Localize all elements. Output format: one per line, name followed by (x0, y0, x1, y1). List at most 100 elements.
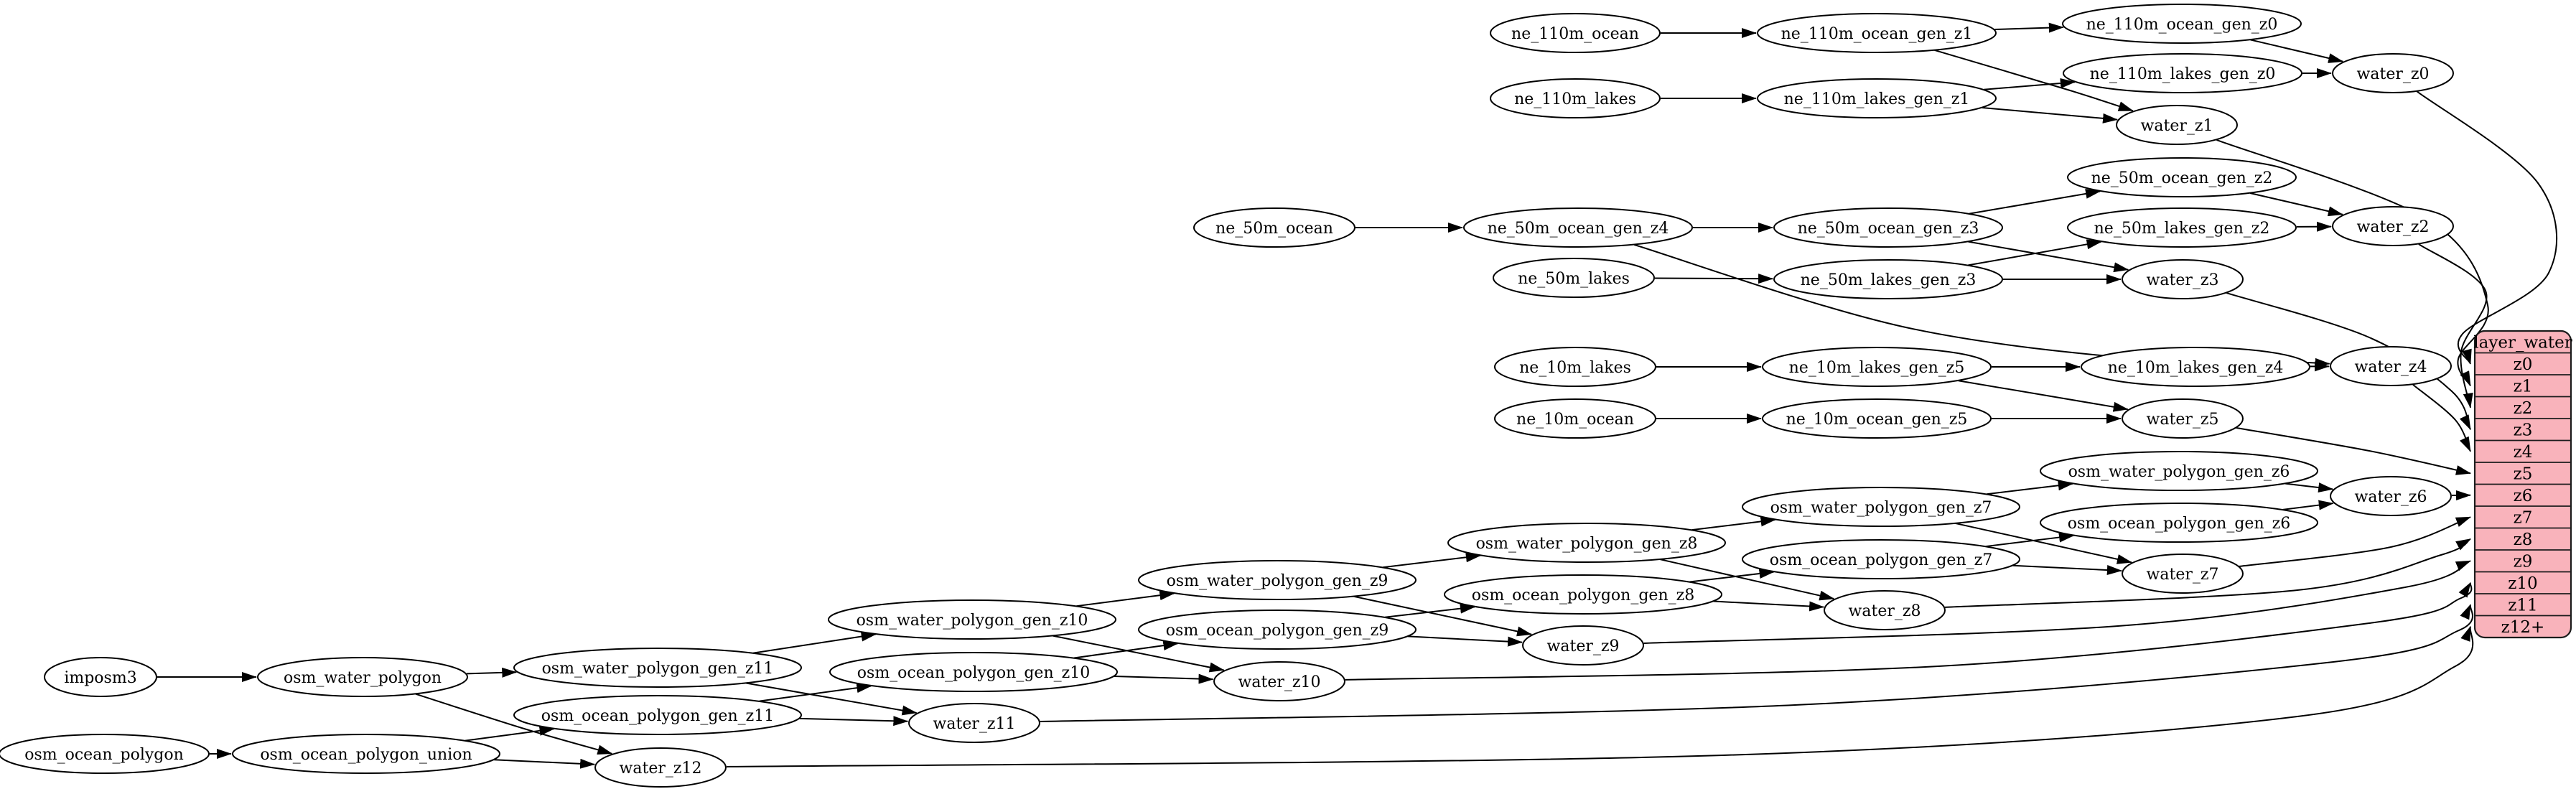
node-shape-ne_110m_ocean_gen_z0 (2062, 4, 2302, 44)
node-shape-osm_water_polygon_gen_z8 (1447, 523, 1726, 563)
node-shape-water_z10 (1213, 661, 1345, 701)
node-label-water_z4: water_z4 (2355, 358, 2427, 376)
edge-osm_water_polygon_gen_z8--water_z8 (1660, 559, 1835, 601)
edge-osm_water_polygon_gen_z7--osm_water_polygon_gen_z6 (1987, 480, 2073, 495)
node-shape-water_z7 (2122, 554, 2244, 594)
node-shape-ne_110m_lakes_gen_z1 (1757, 78, 1997, 118)
table-row-z10: z10 (2508, 574, 2537, 593)
node-ne_50m_lakes: ne_50m_lakes (1493, 258, 1655, 298)
node-label-water_z2: water_z2 (2357, 218, 2430, 236)
node-label-imposm3: imposm3 (64, 669, 136, 687)
node-ne_50m_ocean_gen_z3: ne_50m_ocean_gen_z3 (1773, 207, 2003, 248)
edge-water_z2--row-z2 (2418, 243, 2488, 408)
table-row-z3: z3 (2514, 421, 2533, 439)
node-ne_10m_ocean: ne_10m_ocean (1494, 398, 1656, 439)
node-ne_50m_ocean: ne_50m_ocean (1193, 207, 1355, 248)
edge-water_z5--row-z5 (2236, 426, 2471, 475)
node-shape-water_z11 (908, 703, 1040, 743)
node-shape-water_z8 (1824, 590, 1946, 630)
node-label-water_z3: water_z3 (2147, 271, 2219, 289)
node-label-osm_ocean_polygon_gen_z10: osm_ocean_polygon_gen_z10 (857, 664, 1090, 682)
edge-osm_ocean_polygon_gen_z10--water_z10 (1114, 673, 1214, 684)
node-label-ne_50m_lakes_gen_z3: ne_50m_lakes_gen_z3 (1801, 271, 1977, 289)
edge-osm_ocean_polygon_gen_z8--osm_ocean_polygon_gen_z7 (1689, 569, 1775, 583)
node-water_z6: water_z6 (2330, 476, 2452, 516)
node-shape-ne_110m_ocean_gen_z1 (1757, 13, 1997, 53)
node-shape-imposm3 (44, 657, 157, 697)
node-label-osm_water_polygon_gen_z10: osm_water_polygon_gen_z10 (857, 612, 1088, 630)
node-ne_110m_ocean_gen_z1: ne_110m_ocean_gen_z1 (1757, 13, 1997, 53)
node-shape-water_z9 (1522, 625, 1644, 666)
node-shape-ne_50m_lakes_gen_z3 (1773, 259, 2003, 299)
node-shape-ne_50m_lakes (1493, 258, 1655, 298)
node-ne_110m_ocean_gen_z0: ne_110m_ocean_gen_z0 (2062, 4, 2302, 44)
node-shape-osm_water_polygon_gen_z7 (1742, 487, 2020, 527)
node-shape-osm_water_polygon_gen_z11 (513, 648, 802, 688)
table-row-z4: z4 (2514, 443, 2533, 462)
node-ne_110m_lakes: ne_110m_lakes (1490, 78, 1661, 118)
table-row-z2: z2 (2514, 399, 2533, 418)
node-shape-ne_50m_ocean (1193, 207, 1355, 248)
edge-ne_110m_ocean_gen_z1--ne_110m_ocean_gen_z0 (1994, 22, 2064, 33)
node-label-ne_10m_lakes_gen_z4: ne_10m_lakes_gen_z4 (2108, 359, 2284, 377)
node-water_z10: water_z10 (1213, 661, 1345, 701)
node-shape-ne_110m_lakes (1490, 78, 1661, 118)
node-shape-osm_ocean_polygon_gen_z11 (513, 695, 802, 735)
node-label-osm_ocean_polygon_union: osm_ocean_polygon_union (260, 746, 472, 764)
node-label-osm_ocean_polygon_gen_z6: osm_ocean_polygon_gen_z6 (2068, 515, 2290, 533)
node-shape-ne_50m_ocean_gen_z2 (2067, 157, 2297, 197)
node-shape-osm_ocean_polygon_gen_z10 (829, 652, 1118, 692)
node-label-ne_110m_ocean_gen_z0: ne_110m_ocean_gen_z0 (2086, 16, 2278, 34)
node-label-osm_ocean_polygon_gen_z11: osm_ocean_polygon_gen_z11 (541, 707, 774, 725)
node-shape-osm_ocean_polygon_gen_z9 (1138, 610, 1417, 650)
node-label-water_z0: water_z0 (2357, 65, 2430, 83)
node-shape-osm_ocean_polygon_union (232, 734, 500, 774)
table-row-z6: z6 (2514, 487, 2533, 505)
edge-osm_ocean_polygon_gen_z10--osm_ocean_polygon_gen_z9 (1073, 640, 1179, 659)
node-label-water_z12: water_z12 (620, 760, 702, 778)
edge-osm_water_polygon_gen_z10--osm_water_polygon_gen_z9 (1076, 590, 1175, 607)
node-shape-osm_water_polygon (257, 657, 468, 697)
edge-osm_ocean_polygon_gen_z7--water_z7 (2012, 564, 2122, 575)
table-row-z9: z9 (2514, 552, 2533, 571)
table-row-z12+: z12+ (2501, 618, 2545, 637)
node-label-water_z5: water_z5 (2147, 411, 2219, 429)
node-label-osm_water_polygon_gen_z7: osm_water_polygon_gen_z7 (1770, 499, 1992, 517)
node-shape-water_z12 (594, 747, 727, 788)
edge-ne_110m_ocean_gen_z1--water_z1 (1934, 50, 2134, 112)
edge-osm_ocean_polygon_gen_z9--water_z9 (1408, 635, 1523, 647)
node-osm_ocean_polygon_gen_z6: osm_ocean_polygon_gen_z6 (2040, 503, 2318, 543)
node-label-osm_water_polygon: osm_water_polygon (284, 669, 442, 687)
node-ne_50m_ocean_gen_z4: ne_50m_ocean_gen_z4 (1463, 207, 1693, 248)
edge-osm_water_polygon_gen_z11--water_z11 (746, 682, 918, 716)
node-shape-ne_110m_lakes_gen_z0 (2063, 53, 2302, 93)
node-shape-water_z2 (2332, 206, 2454, 246)
node-water_z11: water_z11 (908, 703, 1040, 743)
edge-water_z7--row-z7 (2239, 516, 2471, 567)
node-label-osm_ocean_polygon: osm_ocean_polygon (24, 746, 184, 764)
node-osm_ocean_polygon_gen_z8: osm_ocean_polygon_gen_z8 (1444, 574, 1722, 615)
edge-osm_water_polygon_gen_z7--water_z7 (1955, 523, 2132, 564)
node-ne_50m_ocean_gen_z2: ne_50m_ocean_gen_z2 (2067, 157, 2297, 197)
node-label-osm_water_polygon_gen_z8: osm_water_polygon_gen_z8 (1476, 535, 1698, 553)
node-shape-ne_10m_lakes_gen_z4 (2081, 347, 2310, 387)
edge-osm_ocean_polygon_gen_z6--water_z6 (2282, 500, 2334, 510)
node-label-ne_50m_ocean_gen_z3: ne_50m_ocean_gen_z3 (1798, 220, 1979, 238)
table-row-z8: z8 (2514, 531, 2533, 549)
edge-ne_50m_ocean_gen_z3--ne_50m_ocean_gen_z2 (1969, 188, 2101, 215)
node-osm_water_polygon_gen_z7: osm_water_polygon_gen_z7 (1742, 487, 2020, 527)
node-ne_110m_ocean: ne_110m_ocean (1490, 13, 1661, 53)
edge-osm_ocean_polygon_gen_z11--osm_ocean_polygon_gen_z10 (759, 683, 872, 702)
node-label-osm_ocean_polygon_gen_z8: osm_ocean_polygon_gen_z8 (1472, 587, 1694, 604)
node-shape-ne_50m_lakes_gen_z2 (2067, 207, 2297, 248)
node-water_z0: water_z0 (2332, 53, 2454, 93)
edge-water_z4--row-z4 (2412, 384, 2471, 452)
node-label-osm_water_polygon_gen_z11: osm_water_polygon_gen_z11 (542, 660, 774, 678)
node-label-water_z11: water_z11 (933, 715, 1016, 733)
node-shape-water_z0 (2332, 53, 2454, 93)
table-row-z1: z1 (2514, 377, 2533, 396)
edge-water_z1--row-z1 (2216, 139, 2489, 387)
node-label-ne_50m_ocean: ne_50m_ocean (1215, 220, 1333, 238)
node-label-ne_10m_lakes_gen_z5: ne_10m_lakes_gen_z5 (1789, 359, 1965, 377)
node-ne_10m_lakes_gen_z4: ne_10m_lakes_gen_z4 (2081, 347, 2310, 387)
